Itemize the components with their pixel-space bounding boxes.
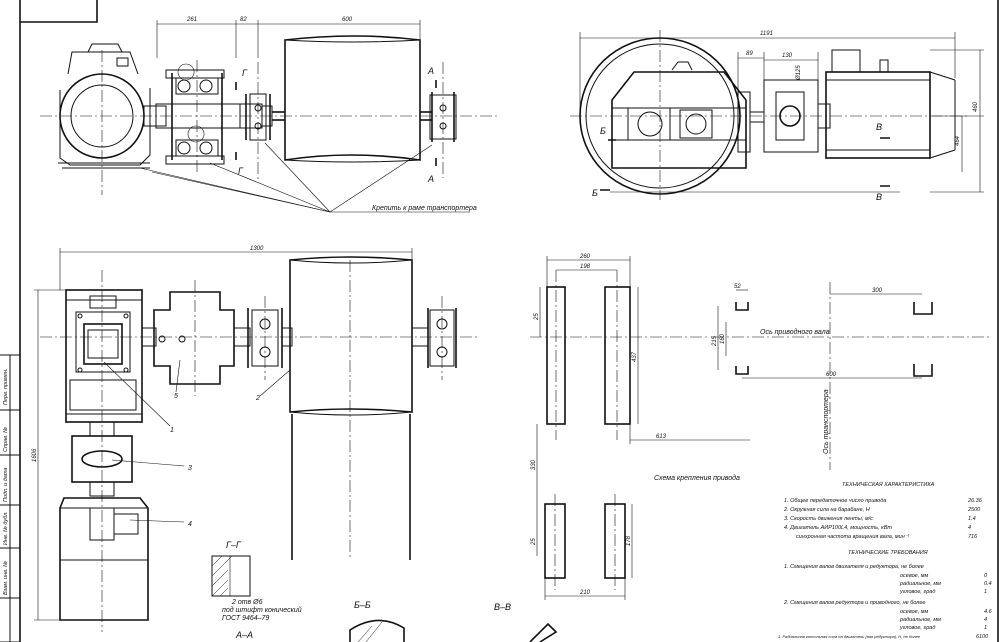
view-bb: Б–Б — [354, 600, 371, 610]
dim-178: 178 — [626, 535, 632, 546]
tech-row-3: 3. Скорость движения ленты, м/с — [784, 516, 873, 522]
dim-82: 82 — [240, 17, 247, 23]
dim-464: 464 — [955, 135, 961, 146]
stamp-s1: Перв. примен. — [3, 368, 9, 405]
hatch-gg — [211, 555, 233, 597]
pin-note-1: 2 отв Ø6 — [231, 599, 263, 606]
stamp-s5: Взам. инв. № — [3, 561, 9, 595]
tech-row-2: 2. Окружная сила на барабане, Н — [783, 507, 870, 513]
technical-requirements: ТЕХНИЧЕСКИЕ ТРЕБОВАНИЯ 1. Смещения валов… — [778, 550, 993, 640]
position-3: 3 — [188, 465, 192, 472]
technical-characteristics: ТЕХНИЧЕСКАЯ ХАРАКТЕРИСТИКА 1. Общее пере… — [783, 482, 983, 540]
dim-125: Ø125 — [796, 65, 802, 81]
dim-25a: 25 — [534, 313, 540, 321]
dim-52: 52 — [734, 284, 741, 290]
tech-row-3-value: 1.4 — [968, 516, 976, 522]
pin-note-3: ГОСТ 9464–79 — [222, 615, 269, 622]
dim-330: 330 — [531, 459, 537, 470]
tech-row-2-value: 2500 — [967, 507, 981, 513]
dim-600-mid: 600 — [826, 372, 837, 378]
view-gg: Г–Г — [226, 540, 242, 550]
section-g-bottom: Г — [238, 166, 244, 176]
bracket-scheme: 52 215 160 300 600 Ось приводного вала О… — [712, 282, 990, 470]
view-aa: А–А — [235, 630, 253, 640]
tech-row-4: 4. Двигатель АИР100L4, мощность, кВт — [784, 525, 892, 531]
pin-note-2: под штифт конический — [222, 606, 302, 614]
stamp-s2: Справ. № — [3, 427, 9, 452]
dim-198: 198 — [580, 264, 591, 270]
stamp-s3: Подп. и дата — [3, 468, 9, 502]
req1-row-3-value: 1 — [984, 589, 987, 595]
dim-437: 437 — [632, 351, 638, 362]
plan-view: 1 2 3 4 5 1300 1606 Г–Г 2 отв Ø6 под шти… — [32, 246, 558, 642]
dim-160: 160 — [720, 333, 726, 344]
req2-row-1-value: 4.6 — [984, 609, 993, 615]
section-v-top: В — [876, 122, 882, 132]
dim-300: 300 — [872, 288, 883, 294]
section-b-left-top: Б — [600, 126, 606, 136]
dim-261: 261 — [186, 17, 197, 23]
dim-25b: 25 — [531, 538, 537, 546]
req2-row-3: угловое, град — [899, 625, 935, 631]
tech-row-1-value: 26.36 — [967, 498, 983, 504]
req2-row-2-value: 4 — [984, 617, 987, 623]
dim-600-top: 600 — [342, 17, 353, 23]
stamp-s4: Инв. № дубл. — [3, 511, 9, 545]
req-item-3-value: 6100 — [976, 634, 989, 640]
req1-row-1: осевое, мм — [900, 573, 929, 579]
axis-conveyor: Ось транспортера — [823, 389, 830, 454]
req-item-1: 1. Смещения валов двигателя и редуктора,… — [784, 564, 924, 570]
axis-drive: Ось приводного вала — [760, 328, 830, 336]
section-a-top: A — [427, 66, 434, 76]
dim-1606: 1606 — [32, 448, 38, 462]
dim-613: 613 — [656, 434, 667, 440]
position-4: 4 — [188, 521, 192, 528]
position-1: 1 — [170, 427, 174, 434]
section-a-bottom: A — [427, 174, 434, 184]
section-b-left-bottom: Б — [592, 188, 598, 198]
position-2: 2 — [255, 395, 260, 402]
section-g-top: Г — [242, 68, 248, 78]
tech-row-5: синхронная частота вращения вала, мин⁻¹ — [796, 534, 910, 540]
req1-row-2-value: 0.4 — [984, 581, 992, 587]
dim-130: 130 — [782, 53, 793, 59]
dim-460: 460 — [973, 101, 979, 112]
req1-row-3: угловое, град — [899, 589, 935, 595]
side-view: Б Б В В 1191 89 130 Ø125 460 464 — [570, 30, 984, 202]
req1-row-2: радиальное, мм — [899, 581, 941, 587]
req1-row-1-value: 0 — [984, 573, 988, 579]
position-5: 5 — [174, 393, 178, 400]
tech-row-4-value: 4 — [968, 525, 971, 531]
dim-210: 210 — [579, 590, 591, 596]
dim-260: 260 — [579, 254, 591, 260]
tech-reqs-title: ТЕХНИЧЕСКИЕ ТРЕБОВАНИЯ — [848, 550, 928, 556]
req2-row-2: радиальное, мм — [899, 617, 941, 623]
mount-note: Крепить к раме транспортера — [372, 205, 477, 212]
dim-1191: 1191 — [760, 31, 773, 37]
dim-215: 215 — [712, 335, 718, 347]
dim-1300: 1300 — [250, 246, 264, 252]
tech-row-5-value: 716 — [968, 534, 978, 540]
scheme-title: Схема крепления привода — [654, 474, 740, 482]
section-v-bottom: В — [876, 192, 882, 202]
req2-row-3-value: 1 — [984, 625, 987, 631]
tech-row-1: 1. Общее передаточное число привода — [784, 498, 886, 504]
req-item-3: 3. Радиальная консольная сила на двигате… — [778, 634, 921, 639]
mounting-scheme: 260 198 25 437 613 330 25 178 210 Схема … — [530, 254, 750, 600]
req-item-2: 2. Смещения валов редуктора и приводного… — [783, 600, 925, 606]
req2-row-1: осевое, мм — [900, 609, 929, 615]
dim-89: 89 — [746, 51, 753, 57]
front-view: Крепить к раме транспортера A A Г Г 261 … — [40, 17, 500, 213]
tech-chars-title: ТЕХНИЧЕСКАЯ ХАРАКТЕРИСТИКА — [842, 482, 935, 488]
view-vv: В–В — [494, 602, 511, 612]
